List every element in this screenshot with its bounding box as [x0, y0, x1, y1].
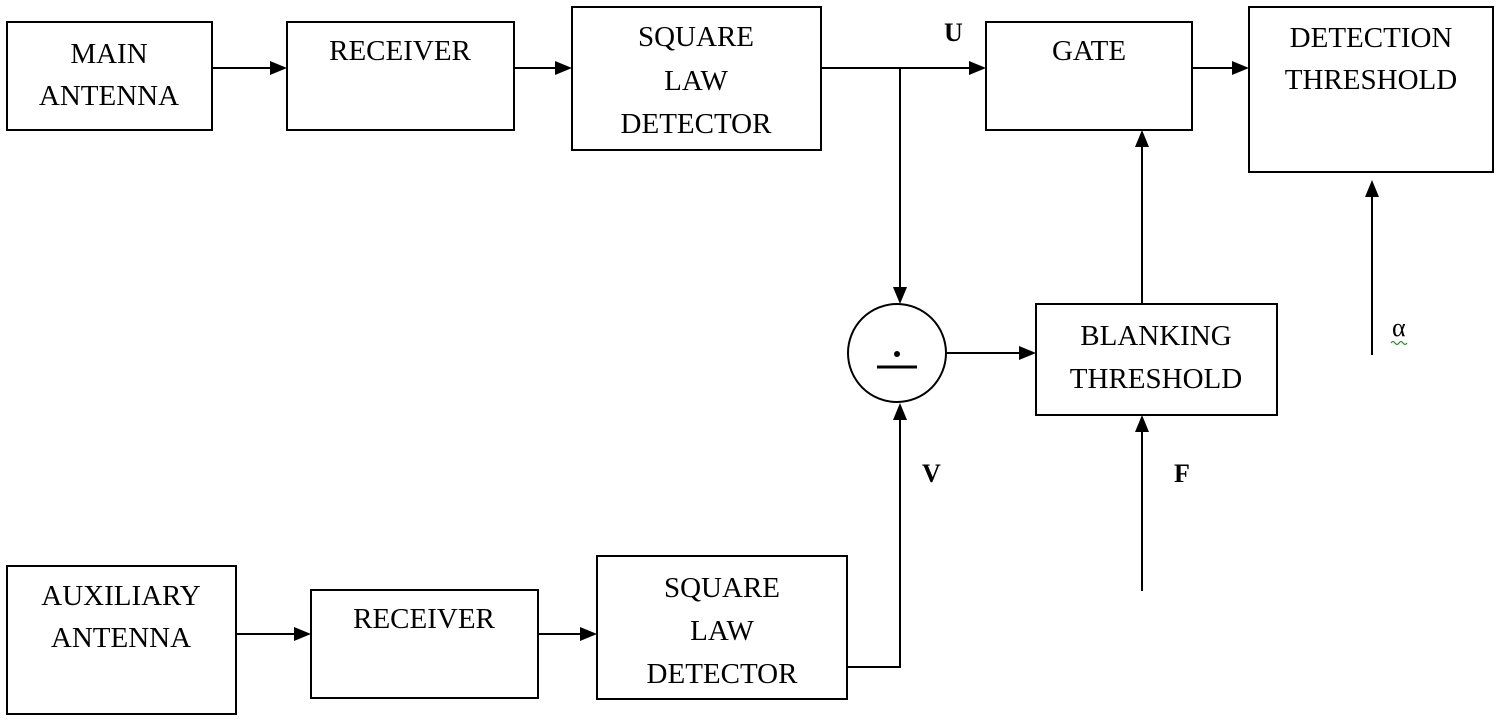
aux-antenna-line1: AUXILIARY — [41, 580, 201, 612]
arrow-square-law-to-gate — [821, 61, 986, 75]
main-antenna-block: MAIN ANTENNA — [6, 21, 213, 131]
square-law-top-line1: SQUARE — [638, 21, 754, 53]
main-antenna-label-line1: MAIN — [70, 38, 147, 70]
arrow-receiver-to-square-law-top — [514, 61, 572, 75]
arrow-divider-to-blanking-threshold — [946, 346, 1036, 360]
arrow-blanking-threshold-to-gate — [1135, 130, 1149, 304]
gate-block: GATE — [985, 21, 1193, 131]
auxiliary-antenna-block: AUXILIARY ANTENNA — [6, 565, 237, 715]
gate-label: GATE — [1052, 35, 1126, 67]
arrow-receiver-to-square-law-bottom — [538, 627, 597, 641]
blanking-threshold-line2: THRESHOLD — [1070, 363, 1242, 395]
divider-node — [847, 303, 947, 403]
aux-antenna-line2: ANTENNA — [51, 622, 191, 654]
signal-v-label: V — [922, 459, 941, 488]
square-law-detector-bottom-block: SQUARE LAW DETECTOR — [596, 555, 848, 700]
arrow-u-to-divider — [893, 68, 907, 304]
square-law-top-line2: LAW — [664, 65, 728, 97]
detection-threshold-block: DETECTION THRESHOLD — [1248, 6, 1494, 173]
receiver-bottom-label: RECEIVER — [353, 603, 495, 635]
arrow-gate-to-detection-threshold — [1192, 61, 1249, 75]
square-law-bottom-line1: SQUARE — [664, 572, 780, 604]
square-law-bottom-line3: DETECTOR — [647, 658, 799, 690]
main-antenna-label-line2: ANTENNA — [39, 80, 179, 112]
receiver-top-label: RECEIVER — [329, 35, 471, 67]
square-law-top-line3: DETECTOR — [621, 108, 773, 140]
signal-alpha-label: α — [1392, 313, 1406, 342]
detection-threshold-line1: DETECTION — [1290, 22, 1453, 54]
arrow-f-to-blanking-threshold — [1135, 415, 1149, 591]
receiver-top-block: RECEIVER — [286, 21, 515, 131]
signal-f-label: F — [1174, 459, 1190, 488]
signal-u-label: U — [944, 18, 963, 47]
arrow-square-law-bottom-to-divider — [847, 403, 907, 668]
blanking-threshold-line1: BLANKING — [1080, 320, 1231, 352]
square-law-bottom-line2: LAW — [690, 615, 754, 647]
arrow-main-antenna-to-receiver — [212, 61, 287, 75]
arrow-alpha-to-detection-threshold — [1365, 180, 1379, 355]
receiver-bottom-block: RECEIVER — [310, 589, 539, 699]
square-law-detector-top-block: SQUARE LAW DETECTOR — [571, 6, 822, 151]
spellcheck-squiggle — [1390, 340, 1408, 346]
arrow-aux-antenna-to-receiver — [236, 627, 311, 641]
divide-icon — [877, 351, 917, 369]
detection-threshold-line2: THRESHOLD — [1285, 64, 1457, 96]
signal-alpha: α — [1390, 313, 1408, 346]
blanking-threshold-block: BLANKING THRESHOLD — [1035, 303, 1278, 416]
